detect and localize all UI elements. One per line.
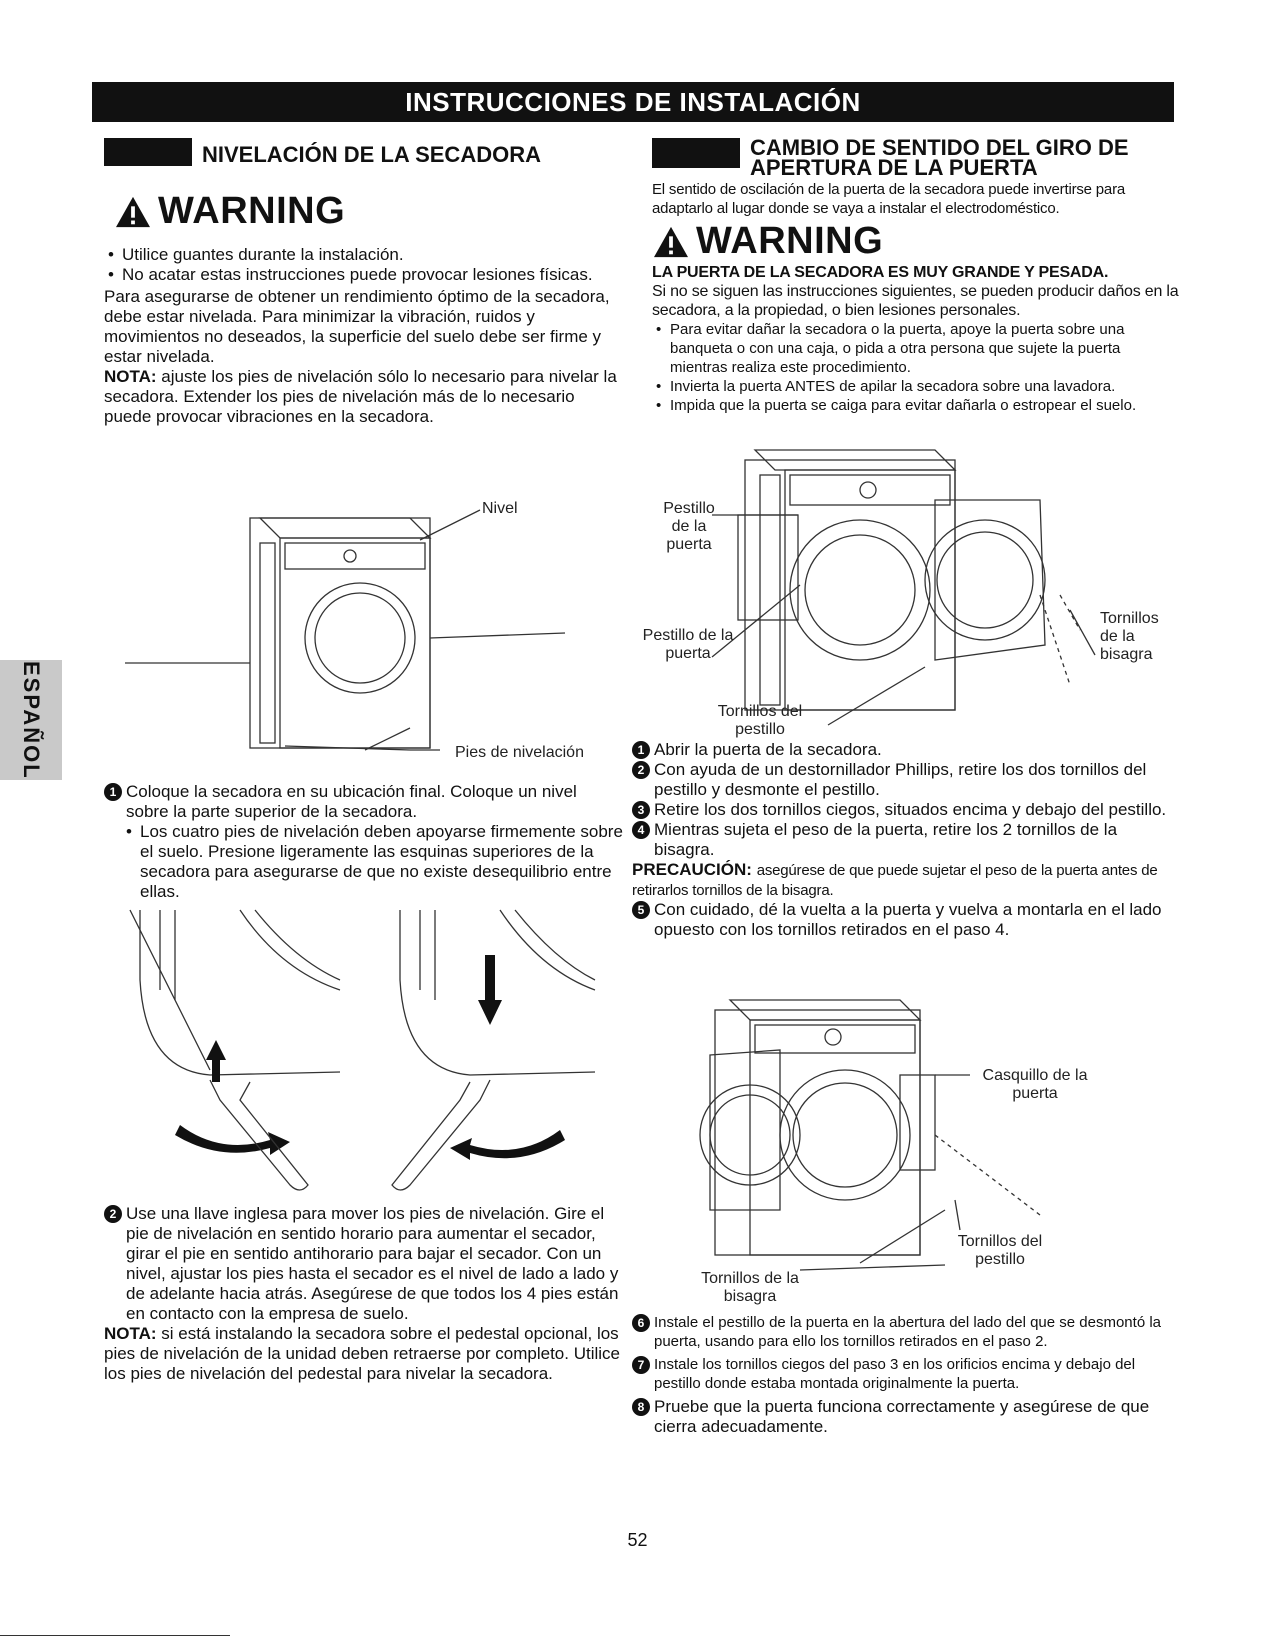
left-column: NIVELACIÓN DE LA SECADORA WARNING Utilic… (104, 138, 624, 427)
dryer-level-illustration (125, 509, 566, 751)
step-number-1: 1 (632, 741, 650, 759)
side-tab-label: ESPAÑOL (19, 660, 44, 780)
footer-rule (0, 1635, 230, 1636)
door-warning-bullets: Para evitar dañar la secadora o la puert… (652, 320, 1182, 415)
warning-word: WARNING (158, 190, 346, 232)
step-text-1: Coloque la secadora en su ubicación fina… (126, 782, 577, 821)
nota-pedestal-paragraph: NOTA: si está instalando la secadora sob… (104, 1324, 624, 1384)
language-side-tab: ESPAÑOL (0, 660, 62, 780)
rotate-arrow-right-icon (450, 1130, 565, 1160)
step-number-2: 2 (632, 761, 650, 779)
heading-bar (652, 138, 740, 168)
label-tornillos-pestillo: Tornillos del pestillo (957, 1233, 1043, 1268)
label-pestillo-puerta-bottom: Pestillo de la puerta (642, 627, 734, 662)
warning-bullet: No acatar estas instrucciones puede prov… (104, 265, 624, 285)
door-reinstall-figure: Casquillo de la puerta Tornillos del pes… (690, 995, 1110, 1305)
label-nivel: Nivel (482, 500, 518, 517)
precaution-label: PRECAUCIÓN: (632, 860, 752, 879)
step-text-2: Con ayuda de un destornillador Phillips,… (654, 760, 1147, 799)
step-number-5: 5 (632, 901, 650, 919)
nota-label: NOTA: (104, 367, 157, 386)
label-pestillo-puerta-top: Pestillo de la puerta (663, 500, 715, 553)
step-number-1: 1 (104, 783, 122, 801)
warning-bullet: Utilice guantes durante la instalación. (104, 245, 624, 265)
door-warning-bullet: Para evitar dañar la secadora o la puert… (652, 320, 1182, 377)
step-text-8: Pruebe que la puerta funciona correctame… (654, 1397, 1150, 1436)
step-text-3: Retire los dos tornillos ciegos, situado… (654, 800, 1167, 819)
warning-text: Si no se siguen las instrucciones siguie… (652, 283, 1179, 319)
door-reinstall-illustration (699, 999, 1041, 1271)
door-warning-bullet: Invierta la puerta ANTES de apilar la se… (652, 377, 1182, 396)
door-heading-text: CAMBIO DE SENTIDO DEL GIRO DE APERTURA D… (750, 135, 1129, 180)
warning-bullets: Utilice guantes durante la instalación. … (104, 245, 624, 285)
step-number-6: 6 (632, 1314, 650, 1332)
leveling-feet-figure (120, 900, 630, 1200)
precaution-note: PRECAUCIÓN: asegúrese de que puede sujet… (632, 860, 1172, 900)
label-tornillos-pestillo: Tornillos del pestillo (717, 703, 803, 738)
door-removal-figure: Pestillo de la puerta Pestillo de la pue… (643, 445, 1180, 745)
rotate-arrow-left-icon (175, 1125, 290, 1155)
nota-label: NOTA: (104, 1324, 157, 1343)
warning-bold-text: LA PUERTA DE LA SECADORA ES MUY GRANDE Y… (652, 264, 1109, 281)
step-1-bullet: Los cuatro pies de nivelación deben apoy… (122, 822, 624, 902)
step-text-4: Mientras sujeta el peso de la puerta, re… (654, 820, 1118, 859)
door-intro: El sentido de oscilación de la puerta de… (652, 181, 1126, 217)
dryer-level-figure: Nivel Pies de nivelación (110, 488, 630, 778)
warning-title: WARNING (114, 190, 624, 233)
step-number-7: 7 (632, 1356, 650, 1374)
step-number-8: 8 (632, 1398, 650, 1416)
up-arrow-icon (206, 1040, 226, 1082)
nota-text: si está instalando la secadora sobre el … (104, 1324, 620, 1383)
step-1-bullets: Los cuatro pies de nivelación deben apoy… (122, 822, 624, 902)
warning-triangle-icon (116, 196, 150, 227)
step-text-5: Con cuidado, dé la vuelta a la puerta y … (654, 900, 1162, 939)
page-banner: INSTRUCCIONES DE INSTALACIÓN (92, 82, 1174, 122)
label-casquillo-puerta: Casquillo de la puerta (982, 1067, 1088, 1102)
warning-triangle-icon (654, 226, 688, 257)
warning-word: WARNING (696, 220, 884, 262)
label-tornillos-bisagra: Tornillos de la bisagra (1100, 610, 1159, 663)
door-warning-bullet: Impida que la puerta se caiga para evita… (652, 396, 1182, 415)
door-removal-illustration (711, 449, 1096, 726)
leveling-feet-illustration (129, 909, 596, 1191)
nota-paragraph: NOTA: ajuste los pies de nivelación sólo… (104, 367, 624, 427)
heading-bar (104, 138, 192, 166)
step-number-3: 3 (632, 801, 650, 819)
step-text-1: Abrir la puerta de la secadora. (654, 740, 882, 759)
down-arrow-icon (478, 955, 502, 1025)
label-pies-nivelacion: Pies de nivelación (455, 744, 584, 761)
nota-text: ajuste los pies de nivelación sólo lo ne… (104, 367, 617, 426)
leveling-heading-text: NIVELACIÓN DE LA SECADORA (202, 142, 541, 167)
label-tornillos-bisagra: Tornillos de la bisagra (701, 1270, 799, 1305)
door-heading: CAMBIO DE SENTIDO DEL GIRO DE APERTURA D… (652, 135, 1182, 180)
warning-title: WARNING (652, 220, 1182, 263)
step-number-4: 4 (632, 821, 650, 839)
leveling-heading: NIVELACIÓN DE LA SECADORA (104, 138, 624, 168)
step-number-2: 2 (104, 1205, 122, 1223)
step-text-7: Instale los tornillos ciegos del paso 3 … (654, 1356, 1136, 1392)
step-text-2: Use una llave inglesa para mover los pie… (126, 1204, 619, 1323)
step-text-6: Instale el pestillo de la puerta en la a… (654, 1314, 1162, 1350)
precaution-text: asegúrese de que puede sujetar el peso d… (632, 862, 1158, 899)
page-number: 52 (627, 1530, 648, 1550)
right-column: CAMBIO DE SENTIDO DEL GIRO DE APERTURA D… (652, 135, 1182, 415)
leveling-paragraph: Para asegurarse de obtener un rendimient… (104, 287, 610, 366)
